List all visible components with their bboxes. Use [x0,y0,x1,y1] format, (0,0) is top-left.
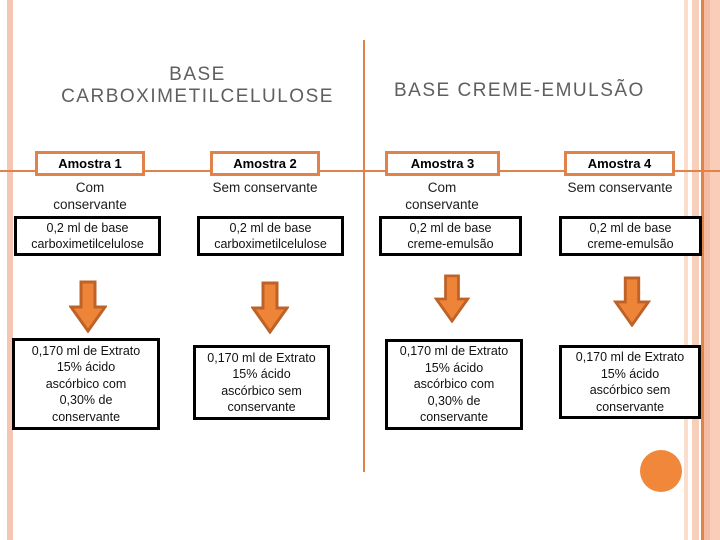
decorative-circle [640,450,682,492]
sample-label-box-1: Amostra 1 [35,151,145,176]
right-edge-stripe [710,0,720,540]
extract-box-3: 0,170 ml de Extrato 15% ácido ascórbico … [385,339,523,430]
sample-label-box-4: Amostra 4 [564,151,675,176]
base-box-3: 0,2 ml de base creme-emulsão [379,216,522,256]
condition-caption-1: Com conservante [53,180,127,212]
section-header-carboximetilcelulose: BASE CARBOXIMETILCELULOSE [61,64,334,107]
left-edge-stripe [7,0,13,540]
right-edge-stripe [704,0,710,540]
section-header-creme-emulsao: BASE CREME-EMULSÃO [394,80,645,101]
sample-label-box-3: Amostra 3 [385,151,500,176]
right-edge-stripe [692,0,699,540]
down-arrow-icon [68,280,108,334]
base-box-2: 0,2 ml de base carboximetilcelulose [197,216,344,256]
condition-caption-3: Com conservante [405,180,479,212]
extract-box-2: 0,170 ml de Extrato 15% ácido ascórbico … [193,345,330,420]
sample-label-box-2: Amostra 2 [210,151,320,176]
base-box-1: 0,2 ml de base carboximetilcelulose [14,216,161,256]
down-arrow-icon [433,274,471,324]
horizontal-connector-line [0,170,720,172]
condition-caption-4: Sem conservante [567,180,673,195]
base-box-4: 0,2 ml de base creme-emulsão [559,216,702,256]
down-arrow-icon [612,276,652,328]
condition-caption-2: Sem conservante [212,180,318,195]
right-edge-stripe-dark [701,0,704,540]
section-divider-line [363,40,365,472]
right-edge-stripe [684,0,688,540]
extract-box-1: 0,170 ml de Extrato 15% ácido ascórbico … [12,338,160,430]
down-arrow-icon [250,281,290,335]
extract-box-4: 0,170 ml de Extrato 15% ácido ascórbico … [559,345,701,419]
